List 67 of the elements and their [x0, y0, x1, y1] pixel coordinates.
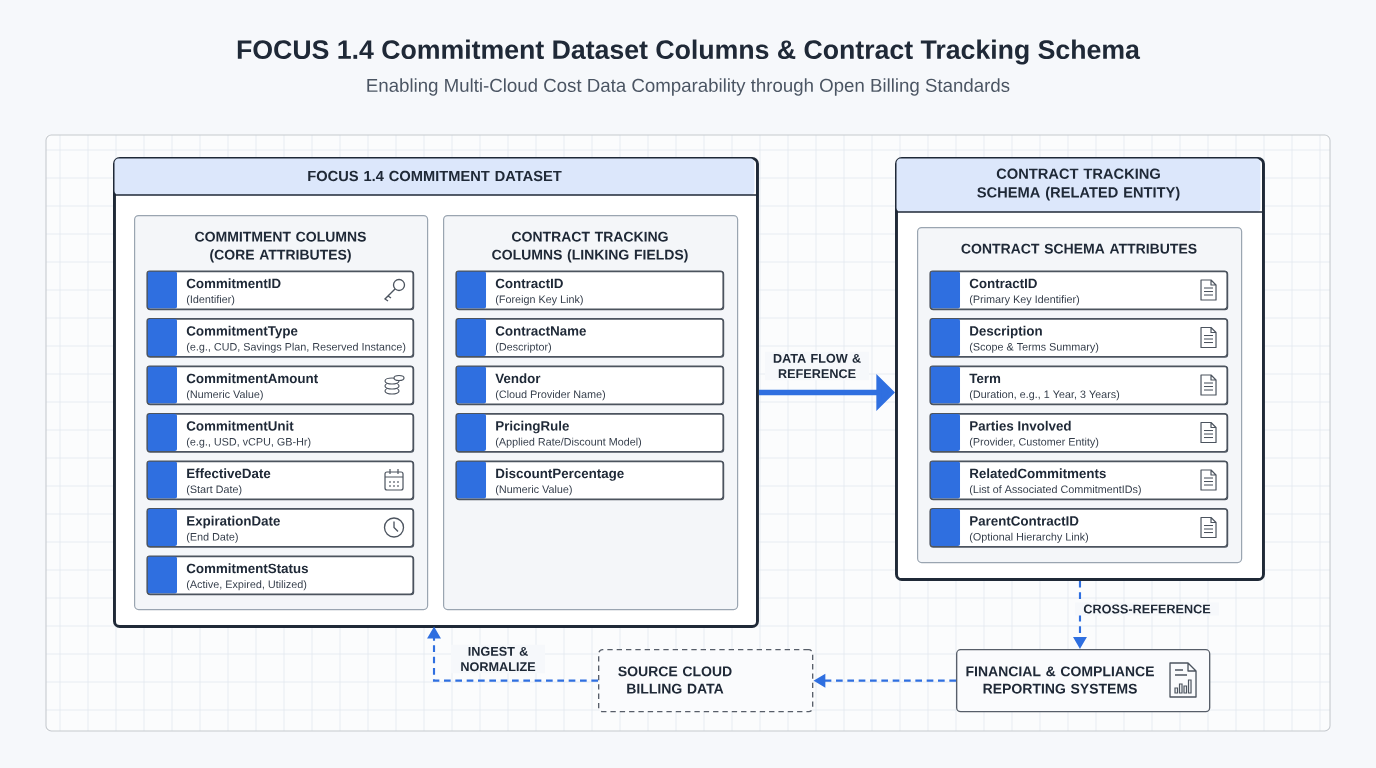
field-row: [146, 507, 415, 548]
field-row: [455, 270, 725, 311]
title: FOCUS 1.4 Commitment Dataset Columns & Contract Tracking Schema: [237, 39, 1141, 65]
field-description: (Provider, Customer Entity): [969, 437, 1099, 448]
field-row: [455, 460, 725, 501]
edge-label: INGEST & NORMALIZE: [451, 644, 545, 674]
panel-heading: COMMITMENT COLUMNS (CORE ATTRIBUTES): [195, 231, 366, 263]
field-row: [929, 317, 1229, 358]
field-name: EffectiveDate: [187, 468, 271, 479]
box-header: FOCUS 1.4 COMMITMENT DATASET: [112, 158, 757, 196]
panel-heading: CONTRACT TRACKING COLUMNS (LINKING FIELDS): [492, 231, 688, 263]
system-box: [956, 649, 1211, 713]
field-name: PricingRule: [496, 420, 569, 434]
field-name: Vendor: [495, 373, 541, 384]
subtitle: Enabling Multi-Cloud Cost Data Comparability through Open Billing Standards: [367, 78, 1010, 96]
field-name: Description: [970, 325, 1042, 339]
field-row: [455, 412, 725, 453]
field-description: (Optional Hierarchy Link): [969, 532, 1089, 543]
field-description: (e.g., CUD, Savings Plan, Reserved Instance): [186, 342, 406, 353]
field-description: (e.g., USD, vCPU, GB-Hr): [186, 437, 311, 448]
field-name: Parties Involved: [970, 420, 1071, 431]
field-name: ContractName: [495, 326, 586, 336]
field-name: CommitmentAmount: [186, 373, 318, 384]
field-description: (Primary Key Identifier): [969, 295, 1079, 306]
field-description: (Descriptor): [495, 342, 551, 353]
field-row: [929, 412, 1229, 453]
field-description: (End Date): [186, 532, 238, 543]
field-row: [146, 270, 415, 311]
field-row: [146, 317, 415, 358]
field-name: CommitmentUnit: [186, 420, 294, 431]
field-row: [455, 317, 725, 358]
field-description: (Numeric Value): [495, 485, 572, 496]
field-name: ParentContractID: [970, 516, 1079, 526]
field-row: [146, 555, 415, 596]
field-name: DiscountPercentage: [496, 468, 624, 481]
field-description: (Foreign Key Link): [495, 295, 583, 306]
field-name: CommitmentStatus: [186, 563, 308, 574]
field-row: [455, 365, 725, 406]
field-name: CommitmentType: [186, 325, 298, 339]
field-description: (Active, Expired, Utilized): [186, 580, 307, 591]
field-description: (List of Associated CommitmentIDs): [969, 485, 1141, 496]
field-description: (Applied Rate/Discount Model): [495, 437, 642, 448]
field-description: (Identifier): [186, 295, 235, 306]
field-row: [929, 365, 1229, 406]
field-row: [146, 365, 415, 406]
field-row: [146, 412, 415, 453]
field-name: ContractID: [495, 278, 563, 289]
field-row: [146, 460, 415, 501]
field-name: CommitmentID: [186, 278, 281, 289]
box-label: FINANCIAL & COMPLIANCE REPORTING SYSTEMS: [966, 666, 1154, 694]
field-row: [929, 460, 1229, 501]
field-description: (Scope & Terms Summary): [969, 342, 1099, 353]
field-name: ContractID: [969, 278, 1037, 289]
panel-heading: CONTRACT SCHEMA ATTRIBUTES: [961, 243, 1197, 254]
field-description: (Numeric Value): [186, 390, 263, 401]
field-description: (Start Date): [186, 485, 242, 496]
field-description: (Duration, e.g., 1 Year, 3 Years): [969, 390, 1120, 401]
system-box: [598, 649, 814, 713]
field-name: ExpirationDate: [187, 515, 280, 529]
field-description: (Cloud Provider Name): [495, 390, 605, 401]
edge-label: DATA FLOW & REFERENCE: [765, 351, 869, 381]
field-name: RelatedCommitments: [970, 468, 1106, 479]
box-label: SOURCE CLOUD BILLING DATA: [618, 666, 732, 694]
field-name: Term: [969, 373, 1001, 384]
box-header: CONTRACT TRACKING SCHEMA (RELATED ENTITY): [894, 158, 1263, 213]
field-row: [929, 270, 1229, 311]
field-row: [929, 507, 1229, 548]
